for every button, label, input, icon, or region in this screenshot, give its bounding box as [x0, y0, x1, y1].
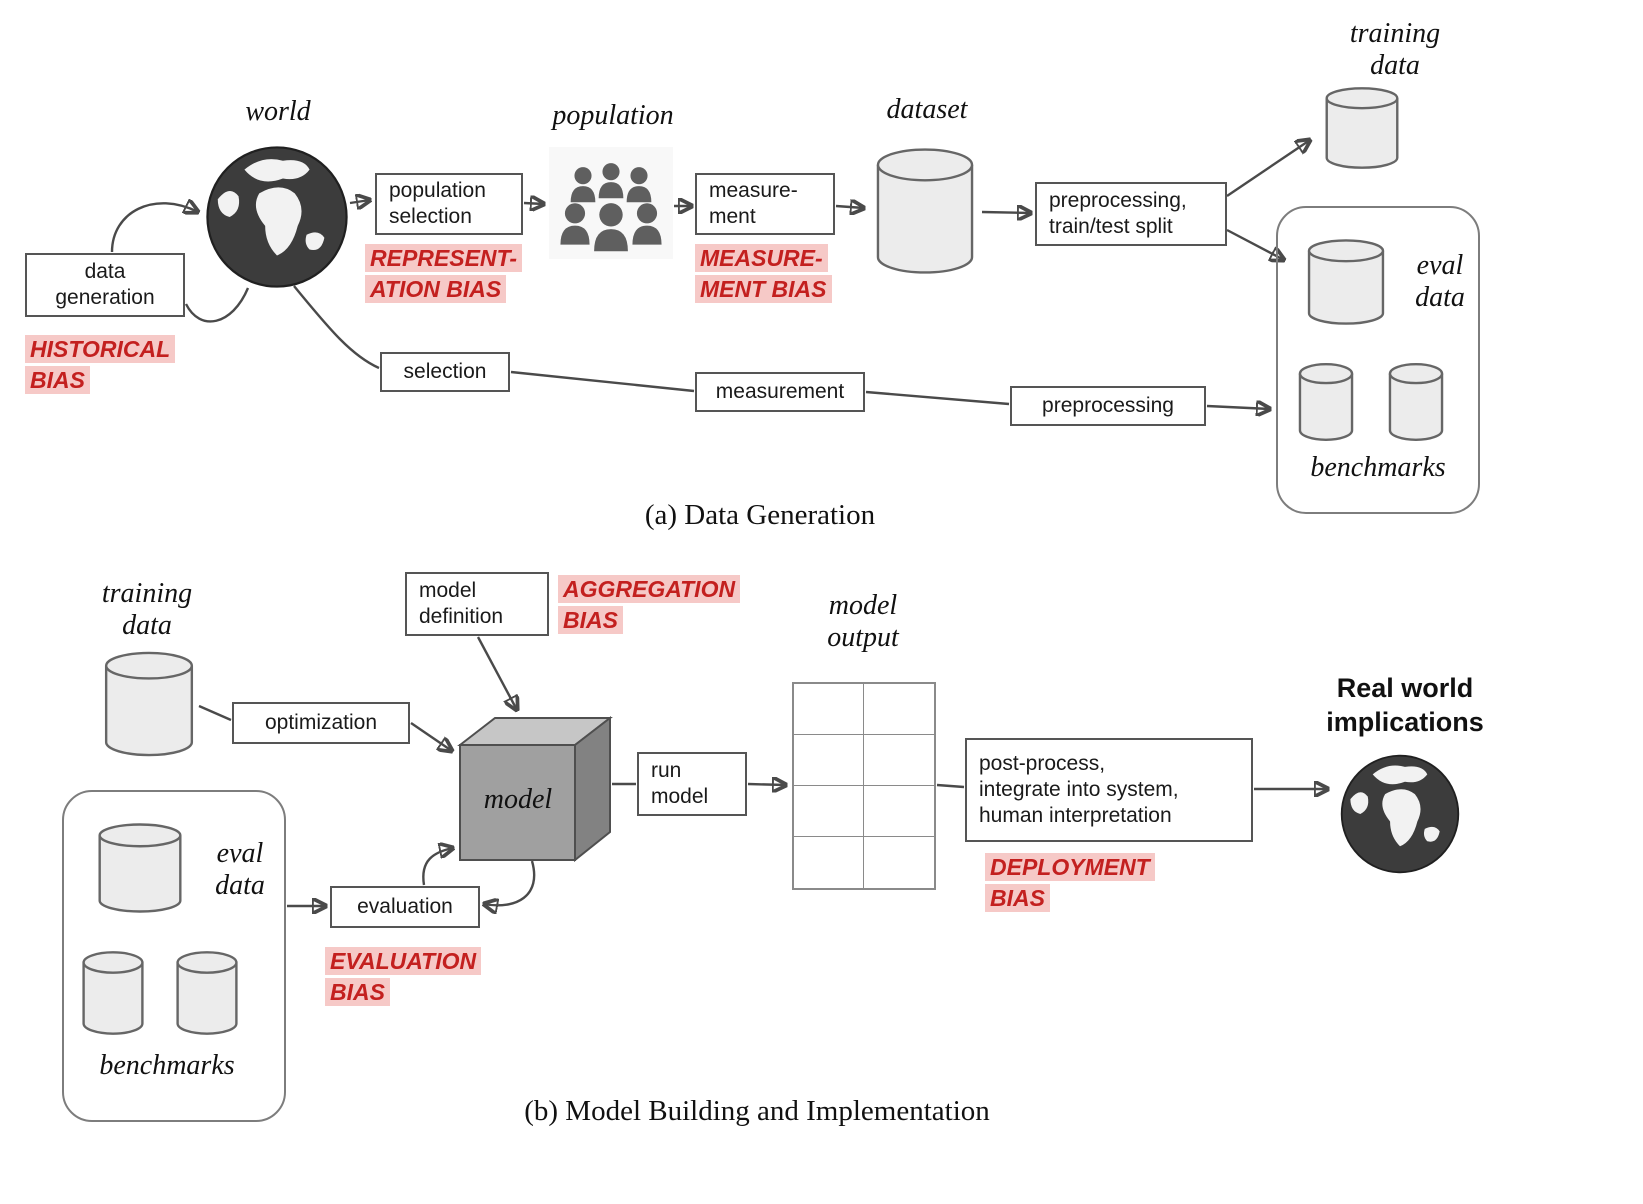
benchmarks-container-a — [1276, 206, 1480, 514]
line-world-to-selection — [293, 285, 380, 370]
run-model-box: run model — [637, 752, 747, 816]
line-measurement-to-preprocessing — [865, 390, 1010, 406]
world-label: world — [245, 96, 311, 127]
dataset-label: dataset — [886, 94, 968, 125]
aggregation-bias-text: AGGREGATION BIAS — [558, 575, 741, 635]
benchmark-cylinder-icon-a2 — [1385, 362, 1447, 442]
preprocessing-bottom-box: preprocessing — [1010, 386, 1206, 426]
arrow-dataset-to-preprocessing — [981, 212, 1031, 213]
training-data-cylinder-icon-b — [98, 650, 200, 758]
arrow-model-to-evaluation — [484, 860, 536, 905]
model-output-cell — [864, 684, 934, 735]
benchmark-cylinder-icon-a1 — [1295, 362, 1357, 442]
representation-bias-text: REPRESENT- ATION BIAS — [365, 244, 522, 304]
benchmark-cylinder-icon-b2 — [172, 950, 242, 1036]
caption-panel-a: (a) Data Generation — [644, 499, 876, 531]
population-label: population — [552, 100, 674, 131]
measurement-top-box: measure- ment — [695, 173, 835, 235]
model-cube-icon — [457, 715, 613, 862]
benchmarks-label-a: benchmarks — [1310, 452, 1446, 483]
training-data-cylinder-icon-a — [1320, 86, 1404, 170]
training-data-label-b: training data — [101, 578, 193, 642]
arrow-world-to-population-selection — [349, 200, 370, 203]
deployment-bias-text: DEPLOYMENT BIAS — [985, 853, 1155, 913]
arrow-evaluation-to-model — [422, 848, 453, 886]
eval-data-cylinder-icon-b — [92, 822, 188, 914]
model-output-cell — [864, 837, 934, 888]
model-output-cell — [864, 735, 934, 786]
eval-data-cylinder-icon-a — [1302, 238, 1390, 326]
arrow-model-definition-to-model — [476, 636, 517, 710]
model-output-cell — [794, 786, 864, 837]
preprocessing-split-box: preprocessing, train/test split — [1035, 182, 1227, 246]
caption-panel-b: (b) Model Building and Implementation — [524, 1095, 990, 1127]
arrow-optimization-to-model — [410, 722, 452, 751]
model-output-cell — [794, 684, 864, 735]
arrow-preprocessing-to-benchmarks — [1206, 406, 1270, 409]
evaluation-bias-text: EVALUATION BIAS — [325, 947, 482, 1007]
dataset-cylinder-icon — [869, 146, 981, 276]
model-label: model — [483, 784, 553, 815]
arrow-world-loop-out — [184, 287, 250, 323]
model-output-cell — [864, 786, 934, 837]
population-selection-box: population selection — [375, 173, 523, 235]
world-globe-icon — [206, 146, 348, 288]
benchmarks-label-b: benchmarks — [99, 1050, 235, 1081]
population-people-icon — [560, 163, 662, 252]
selection-box: selection — [380, 352, 510, 392]
model-output-cell — [794, 735, 864, 786]
arrow-preprocessing-to-training-data — [1226, 140, 1310, 197]
eval-data-label-a: eval data — [1415, 250, 1465, 314]
arrow-preprocessing-to-eval-data — [1226, 228, 1284, 260]
benchmarks-container-b — [62, 790, 286, 1122]
measurement-bottom-box: measurement — [695, 372, 865, 412]
line-training-data-to-optimization — [198, 704, 232, 722]
data-generation-box: data generation — [25, 253, 185, 317]
real-world-implications-label: Real world implications — [1326, 673, 1484, 737]
measurement-bias-text: MEASURE- MENT BIAS — [695, 244, 832, 304]
arrow-population-selection-to-population — [523, 203, 544, 204]
historical-bias-text: HISTORICAL BIAS — [25, 335, 176, 395]
arrow-world-loop-in — [110, 203, 198, 253]
real-world-globe-icon — [1340, 754, 1460, 874]
representation-bias-label: REPRESENT- ATION BIAS — [365, 243, 522, 305]
model-definition-box: model definition — [405, 572, 549, 636]
aggregation-bias-label: AGGREGATION BIAS — [558, 574, 741, 636]
evaluation-box: evaluation — [330, 886, 480, 928]
model-output-label: model output — [827, 590, 899, 654]
historical-bias-label: HISTORICAL BIAS — [25, 334, 176, 396]
eval-data-label-b: eval data — [215, 838, 265, 902]
model-output-grid — [792, 682, 936, 890]
optimization-box: optimization — [232, 702, 410, 744]
measurement-bias-label: MEASURE- MENT BIAS — [695, 243, 832, 305]
evaluation-bias-label: EVALUATION BIAS — [325, 946, 482, 1008]
benchmark-cylinder-icon-b1 — [78, 950, 148, 1036]
line-selection-to-measurement — [510, 370, 695, 393]
arrow-run-model-to-output — [747, 784, 786, 785]
line-output-to-post-process — [936, 783, 965, 789]
model-output-cell — [794, 837, 864, 888]
post-process-box: post-process, integrate into system, hum… — [965, 738, 1253, 842]
deployment-bias-label: DEPLOYMENT BIAS — [985, 852, 1155, 914]
training-data-label-a: training data — [1349, 18, 1441, 82]
arrow-measurement-to-dataset — [835, 206, 864, 208]
